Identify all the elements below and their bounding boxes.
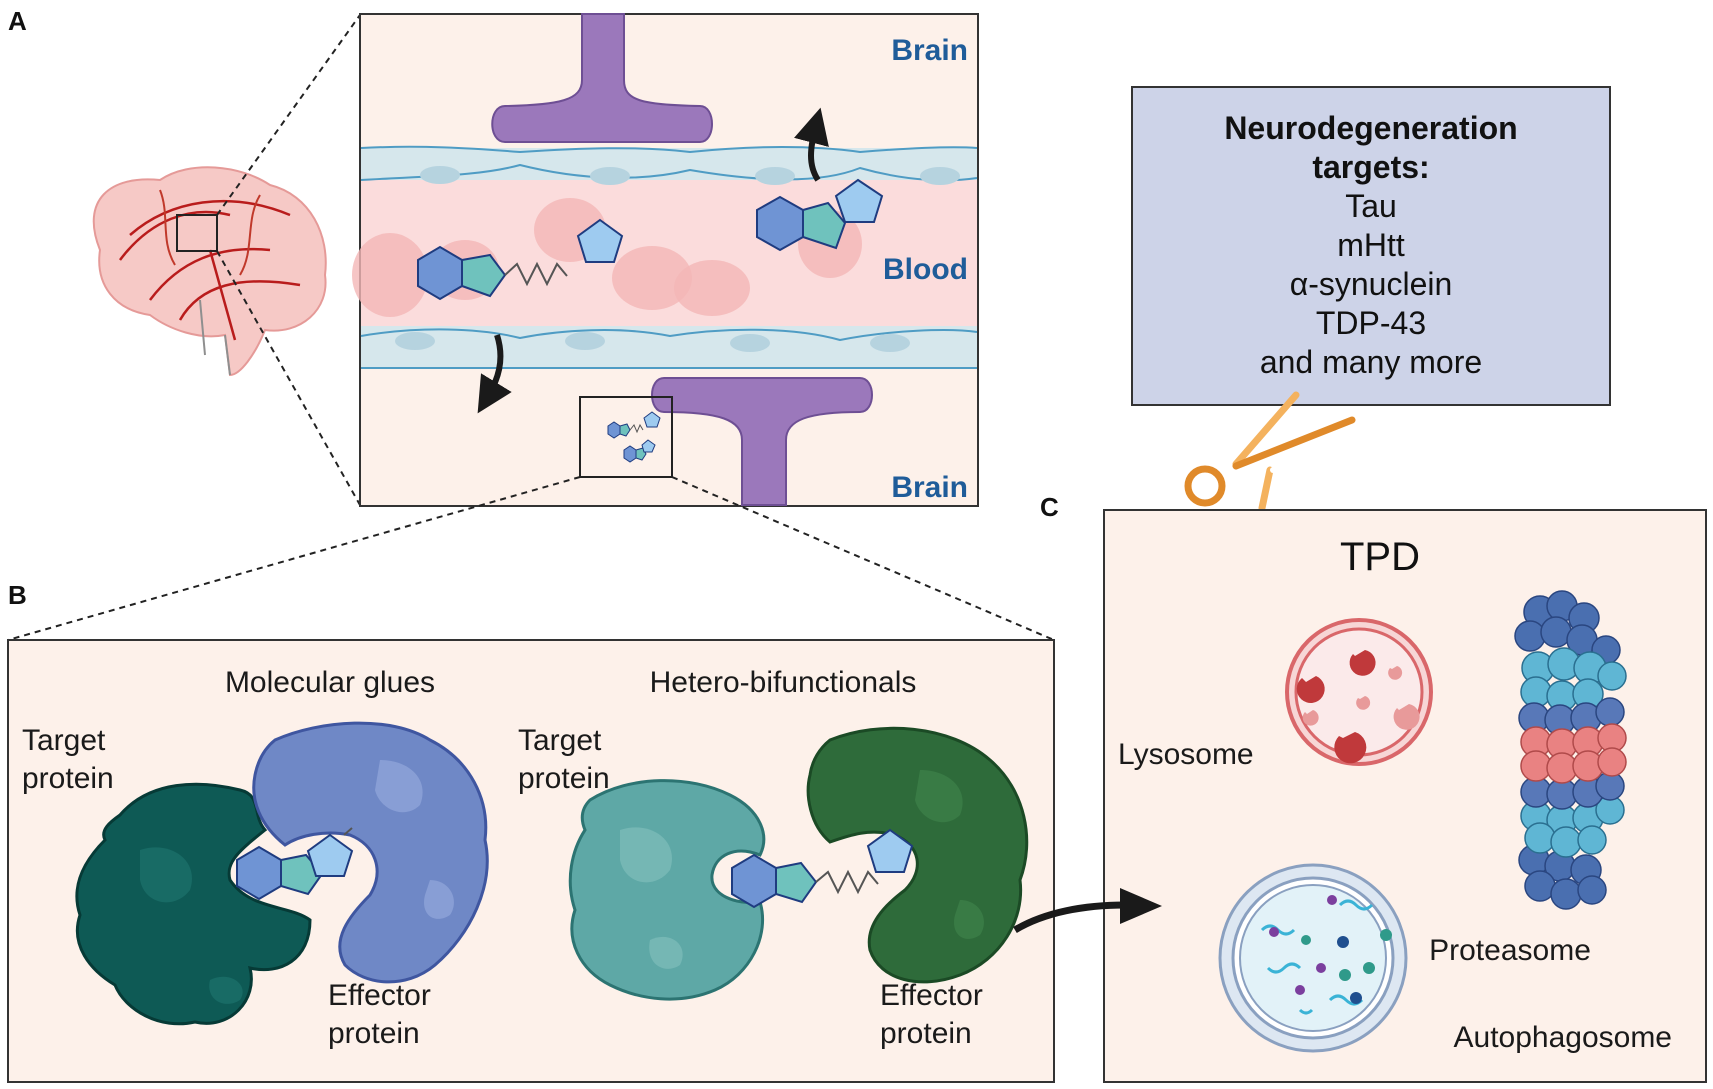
targets-title-line2: targets: <box>1312 149 1429 185</box>
molecule-zoom-box <box>579 396 673 478</box>
label-effector-line2: protein <box>880 1017 972 1050</box>
label-lysosome: Lysosome <box>1118 738 1254 771</box>
target-item: TDP-43 <box>1316 305 1426 341</box>
tpd-title: TPD <box>1340 535 1420 579</box>
zoom-line <box>671 476 1055 641</box>
label-effector-line1: Effector <box>328 979 431 1012</box>
targets-box: Neurodegeneration targets: Tau mHtt α-sy… <box>1131 86 1611 406</box>
lysosome-illustration <box>1285 618 1433 766</box>
targets-title-line1: Neurodegeneration <box>1224 110 1517 146</box>
label-target-line1: Target <box>518 724 602 757</box>
target-item: mHtt <box>1337 227 1405 263</box>
blood-brain-barrier-panel <box>352 13 979 507</box>
title-molecular-glues: Molecular glues <box>225 666 435 699</box>
arrow-head <box>1120 888 1162 924</box>
target-item: α-synuclein <box>1290 266 1453 302</box>
glue-effector-protein <box>252 721 489 984</box>
label-proteasome: Proteasome <box>1429 934 1591 967</box>
target-item: and many more <box>1260 344 1482 380</box>
label-blood: Blood <box>883 253 968 286</box>
title-hetero-bifunctionals: Hetero-bifunctionals <box>650 666 917 699</box>
label-brain-top: Brain <box>891 34 968 67</box>
arrow-to-tpd <box>1013 901 1126 934</box>
panel-letter-c: C <box>1040 492 1059 522</box>
brain-illustration <box>92 166 327 377</box>
proteasome-illustration <box>1514 590 1627 910</box>
label-brain-bottom: Brain <box>891 471 968 504</box>
zoom-line <box>216 14 361 216</box>
zoom-line <box>7 476 581 641</box>
panel-letter-a: A <box>8 6 27 36</box>
label-target-line2: protein <box>518 762 610 795</box>
hetero-target-protein <box>568 779 766 1001</box>
label-target-line2: protein <box>22 762 114 795</box>
target-item: Tau <box>1345 188 1397 224</box>
label-effector-line2: protein <box>328 1017 420 1050</box>
brain-zoom-box <box>176 214 218 252</box>
label-effector-line1: Effector <box>880 979 983 1012</box>
label-target-line1: Target <box>22 724 106 757</box>
zoom-line <box>216 250 361 506</box>
autophagosome-illustration <box>1218 863 1408 1053</box>
label-autophagosome: Autophagosome <box>1454 1021 1673 1054</box>
glue-target-protein <box>75 782 312 1026</box>
hetero-effector-protein <box>806 726 1029 984</box>
panel-letter-b: B <box>8 580 27 610</box>
